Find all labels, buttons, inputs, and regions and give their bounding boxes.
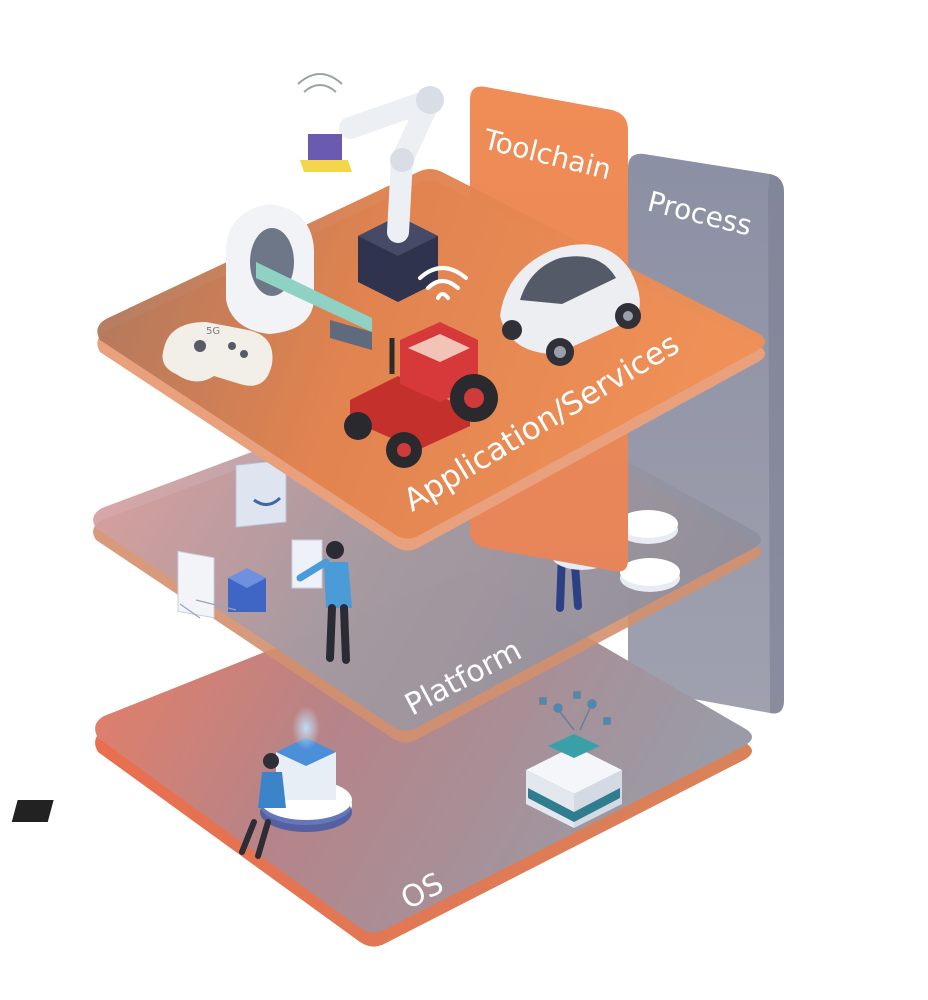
laptop-person-icon <box>11 753 286 859</box>
server-pedestal-icon <box>260 706 352 832</box>
mri-scanner-icon <box>226 204 372 350</box>
chip-module-icon <box>526 691 622 828</box>
robot-arm-icon <box>297 73 444 302</box>
presenter-person-icon <box>296 541 352 664</box>
tractor-icon <box>344 266 498 468</box>
autonomous-car-icon <box>500 244 641 366</box>
process-panel <box>628 153 784 714</box>
game-controller-icon: 5G <box>162 322 273 386</box>
controller-5g-text: 5G <box>206 326 220 337</box>
